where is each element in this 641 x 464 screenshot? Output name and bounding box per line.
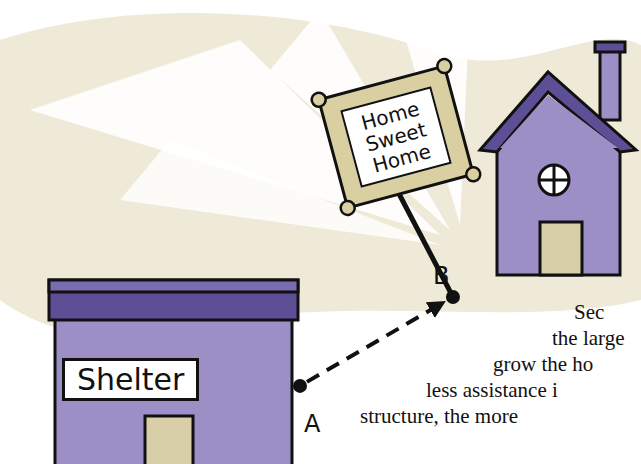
building-sign: Shelter <box>62 358 199 401</box>
point-letter: B <box>433 262 449 290</box>
body-text-line: Sec <box>574 300 604 325</box>
house-illustration <box>480 42 636 275</box>
point-letter: A <box>304 410 320 438</box>
body-text-line: structure, the more <box>360 404 518 429</box>
body-text-line: the large <box>552 326 625 351</box>
dashed-arrow <box>307 302 444 382</box>
endpoint-dot <box>293 379 307 393</box>
body-text-line: grow the ho <box>493 352 593 377</box>
body-text-line: less assistance i <box>426 378 558 403</box>
shelter-building: Shelter <box>47 278 300 464</box>
